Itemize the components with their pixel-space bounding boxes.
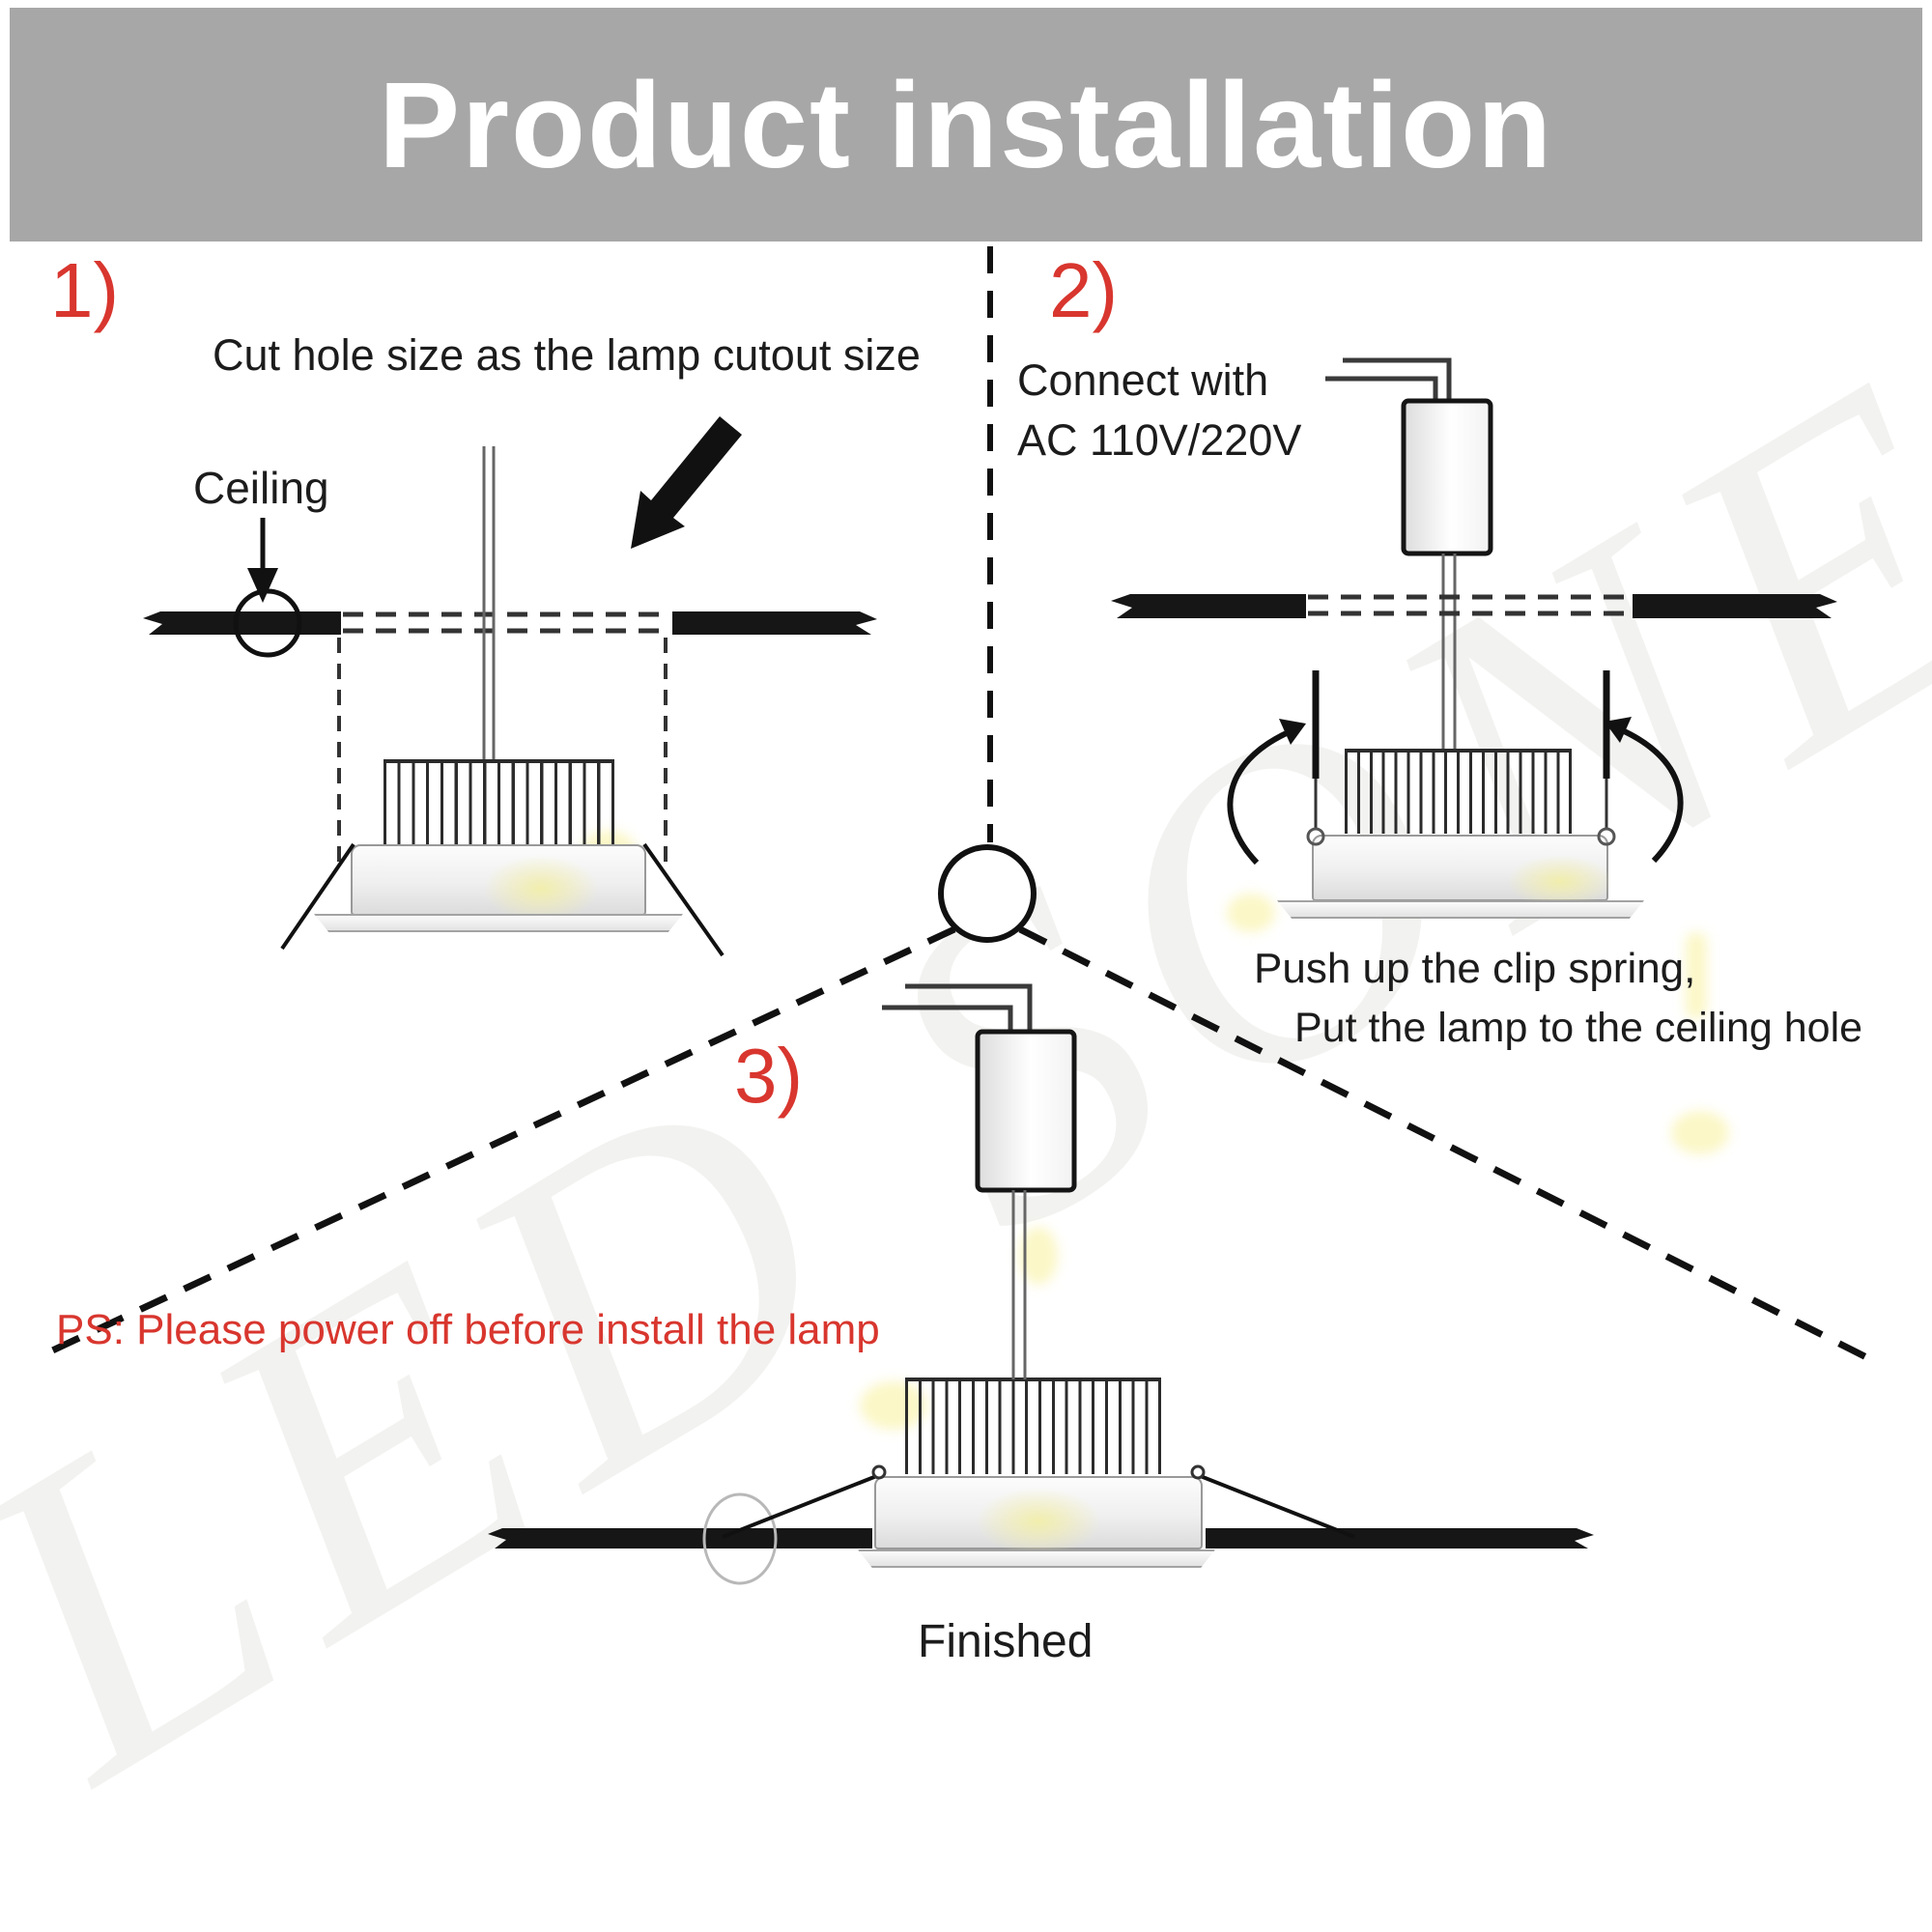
step3-number: 3) bbox=[734, 1033, 804, 1119]
highlight-smudge bbox=[1227, 894, 1275, 932]
step1-caption: Cut hole size as the lamp cutout size bbox=[213, 330, 921, 380]
power-wire bbox=[1325, 376, 1438, 401]
spring-clip-left bbox=[722, 1473, 880, 1539]
step2-caption-line1: Connect with bbox=[1017, 355, 1269, 405]
step2-number: 2) bbox=[1049, 247, 1119, 333]
lamp-heatsink bbox=[384, 759, 614, 844]
big-down-arrow bbox=[631, 416, 742, 549]
ceiling-left-bar bbox=[1111, 594, 1306, 618]
highlight-smudge bbox=[1686, 932, 1707, 1019]
step1-cut-hole-diagram bbox=[143, 416, 877, 957]
clip-callout-circle bbox=[702, 1492, 778, 1585]
power-wire bbox=[905, 983, 1033, 1032]
divider-junction-circle bbox=[938, 844, 1037, 943]
spring-clip-right bbox=[642, 842, 724, 957]
ceiling-right-bar bbox=[1206, 1528, 1594, 1548]
lamp-glow bbox=[483, 855, 599, 923]
step2-caption-line2: AC 110V/220V bbox=[1017, 415, 1302, 465]
lamp-heatsink bbox=[1345, 749, 1572, 834]
spring-clip-left bbox=[280, 842, 355, 951]
spring-clip-right bbox=[1197, 1473, 1355, 1539]
step3-finished-diagram bbox=[488, 983, 1594, 1585]
ceiling-left-bar bbox=[488, 1528, 872, 1548]
step2-instruction-line2: Put the lamp to the ceiling hole bbox=[1294, 1005, 1863, 1051]
ceiling-right-bar bbox=[1633, 594, 1837, 618]
ceiling-left-bar bbox=[143, 611, 341, 635]
step2-connect-diagram bbox=[1111, 357, 1837, 866]
power-wire bbox=[882, 1005, 1013, 1032]
step1-number: 1) bbox=[50, 247, 120, 333]
highlight-smudge bbox=[1671, 1111, 1729, 1154]
lamp-heatsink bbox=[905, 1378, 1161, 1474]
lamp-glow bbox=[976, 1488, 1101, 1555]
rotate-arrow-right bbox=[1618, 726, 1684, 864]
ceiling-label: Ceiling bbox=[193, 463, 329, 513]
ceiling-right-bar bbox=[672, 611, 877, 635]
led-driver-box bbox=[1401, 398, 1493, 556]
led-driver-box bbox=[975, 1029, 1077, 1193]
section-dividers bbox=[46, 246, 1874, 1364]
header-banner: Product installation bbox=[10, 8, 1922, 242]
page-title: Product installation bbox=[378, 56, 1554, 193]
rotate-arrow-left bbox=[1227, 728, 1293, 866]
finished-label: Finished bbox=[918, 1616, 1094, 1667]
lamp-glow bbox=[1507, 855, 1613, 908]
power-wire bbox=[1343, 357, 1452, 401]
power-off-warning: PS: Please power off before install the … bbox=[56, 1306, 880, 1353]
step2-instruction-line1: Push up the clip spring, bbox=[1254, 945, 1696, 992]
